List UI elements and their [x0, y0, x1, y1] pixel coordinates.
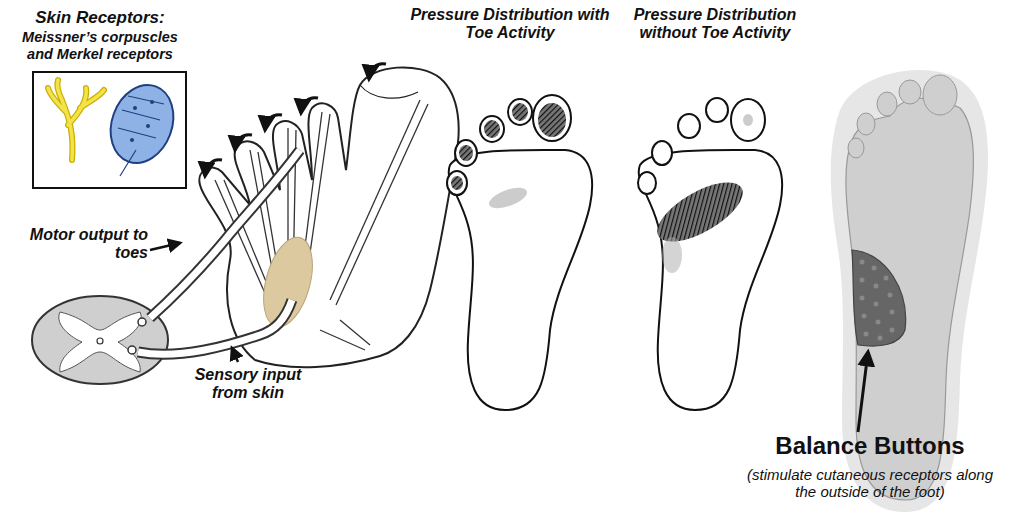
nerves	[128, 150, 300, 354]
spinal-cord	[32, 296, 168, 384]
inset-subheading: Meissner’s corpuscles and Merkel recepto…	[8, 29, 192, 62]
inset-heading: Skin Receptors:	[15, 8, 185, 28]
footprint-with-toes	[447, 95, 592, 410]
nerve-label: Sensory input from skin	[190, 366, 306, 403]
receptor-inset	[33, 72, 186, 188]
toe-flexion-arrows	[205, 64, 386, 176]
pointer-arrow	[858, 352, 868, 432]
panel-title: Pressure Distribution without Toe Activi…	[612, 6, 818, 43]
panel-title: Pressure Distribution with Toe Activity	[398, 6, 622, 43]
tendons	[215, 100, 428, 350]
product-note: (stimulate cutaneous receptors along the…	[740, 466, 1000, 501]
nerve-label: Motor output to toes	[26, 226, 148, 263]
pointer-arrow	[150, 243, 180, 250]
product-label: Balance Buttons	[730, 432, 1010, 460]
pointer-arrow	[232, 348, 238, 362]
footprint-without-toes	[638, 98, 782, 410]
